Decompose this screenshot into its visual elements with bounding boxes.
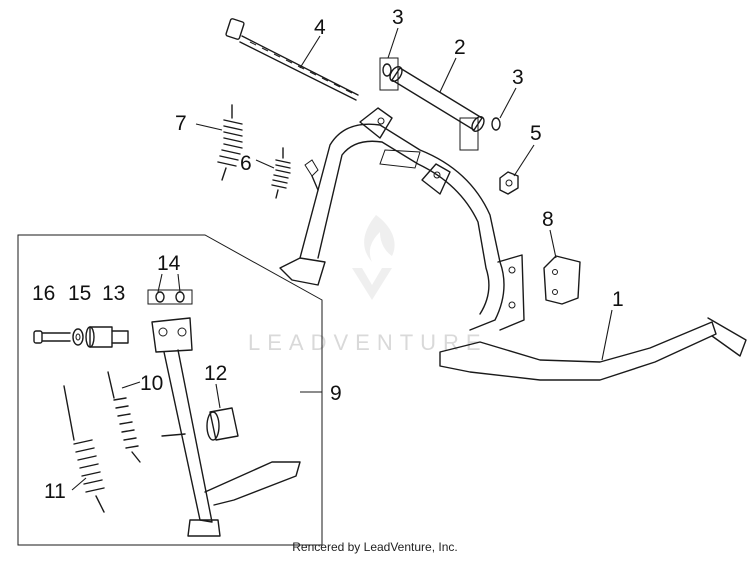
callout-7: 7 [175, 112, 187, 135]
callout-2: 2 [454, 36, 466, 59]
callout-13: 13 [102, 282, 125, 305]
bolt-part-4 [225, 18, 359, 101]
nut-part-5 [499, 171, 519, 195]
center-stand-part-1 [279, 107, 747, 381]
spring-part-6 [271, 147, 291, 199]
bolt-part-16 [33, 330, 71, 344]
watermark-logo [352, 215, 395, 300]
callout-8: 8 [542, 208, 554, 231]
callout-14: 14 [157, 252, 181, 275]
callout-15: 15 [68, 282, 91, 305]
callout-1: 1 [612, 288, 624, 311]
spring-part-7 [217, 104, 243, 181]
callout-12: 12 [204, 362, 227, 385]
footer-credit: Rencered by LeadVenture, Inc. [292, 540, 458, 554]
callout-10: 10 [140, 372, 163, 395]
spacer-part-3b [459, 117, 501, 151]
side-stand-part-9 [151, 317, 301, 537]
callout-5: 5 [530, 122, 542, 145]
callout-4: 4 [314, 16, 326, 39]
callout-3a: 3 [392, 6, 404, 29]
pin-part-14 [147, 289, 193, 305]
callout-6: 6 [240, 152, 252, 175]
callout-3b: 3 [512, 66, 524, 89]
subassembly-outline [17, 234, 323, 546]
leader-lines [71, 27, 613, 491]
callout-11: 11 [44, 480, 66, 503]
callout-16: 16 [32, 282, 55, 305]
spring-part-10 [107, 371, 141, 463]
spring-part-11 [63, 385, 105, 513]
bushing-part-13 [85, 326, 129, 348]
callout-9: 9 [330, 382, 342, 405]
washer-part-15 [72, 328, 84, 346]
spacer-part-3a [379, 57, 399, 91]
tube-part-2 [389, 66, 485, 132]
bracket-part-8 [543, 255, 581, 305]
watermark-text: LEADVENTURE [248, 330, 488, 355]
roller-part-12 [206, 407, 239, 441]
